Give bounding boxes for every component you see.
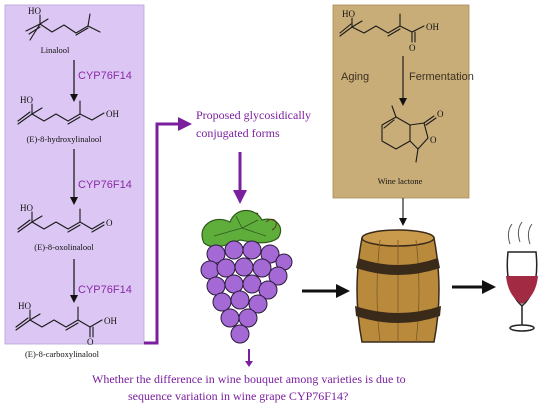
oxolinalool-structure: HO O <box>17 203 113 233</box>
atom-o: O <box>106 218 113 228</box>
question-arrowhead <box>245 361 253 367</box>
question-line2: sequence variation in wine grape CYP76F1… <box>128 389 348 403</box>
hydroxylinalool-structure: HO OH <box>17 95 119 125</box>
atom-oh: OH <box>104 316 117 326</box>
compound-name: Linalool <box>41 45 70 55</box>
carboxylinalool-structure: HO OH O <box>15 301 117 347</box>
glycoside-label-line2: conjugated forms <box>196 126 280 140</box>
atom-oh: OH <box>426 22 439 32</box>
wine-lactone-panel <box>332 4 470 199</box>
wine-barrel <box>355 229 441 343</box>
glycoside-connector-arrow <box>144 122 180 345</box>
question-line1: Whether the difference in wine bouquet a… <box>92 372 406 386</box>
compound-name: (E)-8-oxolinalool <box>34 242 94 252</box>
grape-to-barrel-arrowhead <box>336 284 350 298</box>
purple-down-arrowhead <box>233 190 247 204</box>
glycoside-label-line1: Proposed glycosidically <box>196 108 311 122</box>
atom-ho: HO <box>20 95 33 105</box>
atom-ho: HO <box>342 9 355 19</box>
atom-o: O <box>409 43 416 53</box>
aging-label: Aging <box>341 71 369 83</box>
compound-name: (E)-8-carboxylinalool <box>25 349 100 359</box>
wine-lactone-structure: O O <box>381 105 444 163</box>
fermentation-label: Fermentation <box>409 71 474 83</box>
atom-oh: OH <box>106 109 119 119</box>
connector-arrowhead <box>178 117 192 131</box>
wine-lactone-label: Wine lactone <box>378 176 423 186</box>
wine-glass <box>506 221 538 332</box>
enzyme-label: CYP76F14 <box>78 284 132 296</box>
atom-ho: HO <box>18 301 31 311</box>
enzyme-label: CYP76F14 <box>78 179 132 191</box>
enzyme-label: CYP76F14 <box>78 70 132 82</box>
compound-name: (E)-8-hydroxylinalool <box>26 134 102 144</box>
grape-bunch <box>200 209 293 344</box>
atom-ho: HO <box>28 6 41 16</box>
atom-o: O <box>437 109 444 119</box>
linalool-structure: HO <box>25 6 101 41</box>
atom-o: O <box>87 337 94 347</box>
grape-berries <box>200 240 293 344</box>
atom-o: O <box>430 135 437 145</box>
atom-ho: HO <box>20 203 33 213</box>
barrel-to-wine-arrowhead <box>482 280 496 294</box>
carboxylinalool-structure: HO OH O <box>339 9 439 53</box>
